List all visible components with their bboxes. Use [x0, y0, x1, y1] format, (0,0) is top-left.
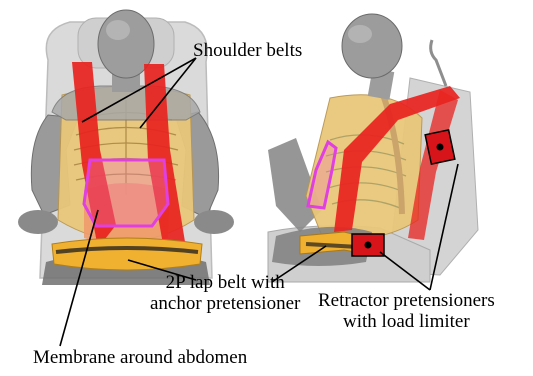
- front-head-highlight: [106, 20, 130, 40]
- side-head-highlight: [348, 25, 372, 43]
- lap-belt-label-line2: anchor pretensioner: [150, 293, 300, 314]
- lower-retractor-dot: [365, 242, 372, 249]
- lap-belt-label-line1: 2P lap belt with: [150, 272, 300, 293]
- shoulder-belts-label: Shoulder belts: [193, 40, 302, 61]
- side-seat-frame-rod: [431, 40, 446, 86]
- front-lap-belt: [52, 238, 202, 270]
- side-head: [342, 14, 402, 78]
- front-right-hand: [194, 210, 234, 234]
- front-left-hand: [18, 210, 58, 234]
- membrane-label: Membrane around abdomen: [33, 347, 247, 368]
- retractor-label: Retractor pretensioners with load limite…: [318, 290, 495, 332]
- retractor-label-line1: Retractor pretensioners: [318, 290, 495, 311]
- lap-belt-label: 2P lap belt with anchor pretensioner: [150, 272, 300, 314]
- retractor-label-line2: with load limiter: [318, 311, 495, 332]
- upper-retractor-dot: [437, 144, 444, 151]
